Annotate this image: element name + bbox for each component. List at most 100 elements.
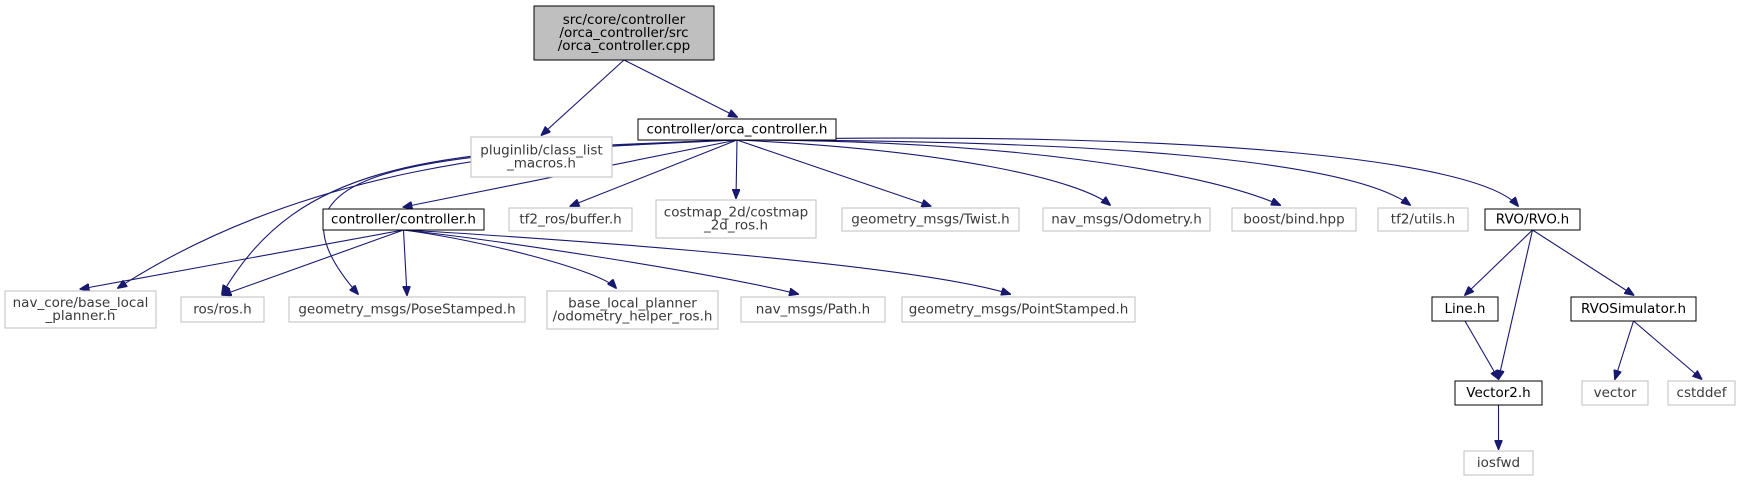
node-label-path-0: nav_msgs/Path.h xyxy=(756,302,870,318)
edge-orca_h-to-twist xyxy=(736,139,931,206)
node-pluginlib: pluginlib/class_list_macros.h xyxy=(470,136,613,178)
edge-controller_h-to-pointstamped xyxy=(403,229,1011,294)
node-nav_core: nav_core/base_local_planner.h xyxy=(4,290,157,329)
node-box-odometry xyxy=(1042,207,1211,232)
node-tf2_buffer: tf2_ros/buffer.h xyxy=(508,207,633,232)
edge-orca_h-to-costmap xyxy=(736,139,737,198)
node-label-iosfwd-0: iosfwd xyxy=(1477,455,1520,471)
node-box-posestamped xyxy=(288,296,526,323)
node-label-root-2: /orca_controller.cpp xyxy=(558,38,691,54)
edge-controller_h-to-odom_helper xyxy=(403,229,617,288)
node-vector2[interactable]: Vector2.h xyxy=(1454,380,1543,406)
edge-root-to-orca_h xyxy=(623,59,737,117)
node-iosfwd: iosfwd xyxy=(1463,450,1534,476)
node-label-root-1: /orca_controller/src xyxy=(559,25,688,41)
node-twist: geometry_msgs/Twist.h xyxy=(841,207,1020,232)
node-label-posestamped-0: geometry_msgs/PoseStamped.h xyxy=(298,302,515,318)
node-box-rvosim xyxy=(1570,296,1697,322)
node-box-vector2 xyxy=(1454,380,1543,406)
edge-orca_h-to-tf2_buffer xyxy=(571,139,738,206)
node-label-costmap-1: _2d_ros.h xyxy=(703,218,768,234)
node-label-odom_helper-0: base_local_planner xyxy=(568,296,697,312)
edge-controller_h-to-path xyxy=(403,229,799,294)
node-label-pointstamped-0: geometry_msgs/PointStamped.h xyxy=(909,302,1129,318)
node-label-root-0: src/core/controller xyxy=(563,12,686,28)
node-label-pluginlib-0: pluginlib/class_list xyxy=(480,143,602,159)
node-pointstamped: geometry_msgs/PointStamped.h xyxy=(901,296,1136,323)
node-box-tf2_buffer xyxy=(508,207,633,232)
node-box-controller_h xyxy=(322,208,485,231)
node-label-nav_core-1: _planner.h xyxy=(45,308,116,324)
node-label-line_h-0: Line.h xyxy=(1445,301,1486,317)
node-label-twist-0: geometry_msgs/Twist.h xyxy=(851,212,1010,228)
node-odom_helper: base_local_planner/odometry_helper_ros.h xyxy=(546,290,719,330)
node-box-tf2_utils xyxy=(1377,207,1469,232)
node-odometry: nav_msgs/Odometry.h xyxy=(1042,207,1211,232)
node-box-root xyxy=(533,5,715,61)
edge-orca_h-to-ros_h xyxy=(222,139,738,294)
node-label-vector-0: vector xyxy=(1594,385,1637,401)
node-vector: vector xyxy=(1581,380,1649,406)
edge-rvo_h-to-rvosim xyxy=(1532,229,1634,295)
node-box-rvo_h xyxy=(1484,208,1581,231)
node-cstddef: cstddef xyxy=(1667,380,1736,406)
edge-orca_h-to-bind xyxy=(736,139,1280,205)
edge-root-to-pluginlib xyxy=(542,59,625,135)
node-box-odom_helper xyxy=(546,290,719,330)
node-label-rvosim-0: RVOSimulator.h xyxy=(1581,301,1686,317)
edge-rvosim-to-vector xyxy=(1615,320,1635,379)
node-costmap: costmap_2d/costmap_2d_ros.h xyxy=(655,199,817,239)
node-root[interactable]: src/core/controller/orca_controller/src/… xyxy=(533,5,715,61)
node-box-vector xyxy=(1581,380,1649,406)
edges-layer xyxy=(81,59,1702,449)
node-box-path xyxy=(740,296,886,323)
node-box-costmap xyxy=(655,199,817,239)
node-path: nav_msgs/Path.h xyxy=(740,296,886,323)
node-ros_h: ros/ros.h xyxy=(180,296,265,323)
node-box-ros_h xyxy=(180,296,265,323)
node-label-pluginlib-1: _macros.h xyxy=(506,156,576,172)
node-label-odom_helper-1: /odometry_helper_ros.h xyxy=(553,309,713,325)
edge-rvo_h-to-line_h xyxy=(1465,229,1533,295)
nodes-layer: src/core/controller/orca_controller/src/… xyxy=(4,5,1736,476)
edge-line_h-to-vector2 xyxy=(1464,320,1499,379)
node-label-vector2-0: Vector2.h xyxy=(1466,385,1530,401)
node-box-cstddef xyxy=(1667,380,1736,406)
node-label-controller_h-0: controller/controller.h xyxy=(331,212,476,228)
node-box-iosfwd xyxy=(1463,450,1534,476)
edge-orca_h-to-posestamped xyxy=(323,139,738,294)
node-label-cstddef-0: cstddef xyxy=(1677,385,1728,401)
node-box-nav_core xyxy=(4,290,157,329)
edge-rvo_h-to-vector2 xyxy=(1499,229,1534,379)
edge-controller_h-to-posestamped xyxy=(404,229,408,295)
node-label-costmap-0: costmap_2d/costmap xyxy=(664,205,808,221)
node-label-bind-0: boost/bind.hpp xyxy=(1243,212,1344,228)
node-label-tf2_utils-0: tf2/utils.h xyxy=(1391,212,1455,228)
node-bind: boost/bind.hpp xyxy=(1231,207,1357,232)
node-label-orca_h-0: controller/orca_controller.h xyxy=(647,122,828,138)
node-box-pointstamped xyxy=(901,296,1136,323)
node-label-odometry-0: nav_msgs/Odometry.h xyxy=(1051,212,1202,228)
node-rvo_h[interactable]: RVO/RVO.h xyxy=(1484,208,1581,231)
node-box-orca_h xyxy=(637,118,837,141)
node-box-twist xyxy=(841,207,1020,232)
node-label-nav_core-0: nav_core/base_local xyxy=(13,295,149,311)
edge-controller_h-to-ros_h xyxy=(223,229,404,295)
node-controller_h[interactable]: controller/controller.h xyxy=(322,208,485,231)
node-rvosim[interactable]: RVOSimulator.h xyxy=(1570,296,1697,322)
edge-orca_h-to-odometry xyxy=(736,139,1110,205)
node-posestamped: geometry_msgs/PoseStamped.h xyxy=(288,296,526,323)
node-label-rvo_h-0: RVO/RVO.h xyxy=(1496,212,1569,228)
node-box-line_h xyxy=(1431,296,1499,322)
edge-controller_h-to-nav_core xyxy=(81,229,404,289)
node-label-ros_h-0: ros/ros.h xyxy=(193,302,252,318)
node-tf2_utils: tf2/utils.h xyxy=(1377,207,1469,232)
node-line_h[interactable]: Line.h xyxy=(1431,296,1499,322)
node-label-tf2_buffer-0: tf2_ros/buffer.h xyxy=(519,212,621,228)
edge-orca_h-to-tf2_utils xyxy=(736,139,1410,205)
node-orca_h[interactable]: controller/orca_controller.h xyxy=(637,118,837,141)
node-box-pluginlib xyxy=(470,136,613,178)
edge-rvosim-to-cstddef xyxy=(1633,320,1702,379)
edge-orca_h-to-rvo_h xyxy=(736,137,1518,206)
